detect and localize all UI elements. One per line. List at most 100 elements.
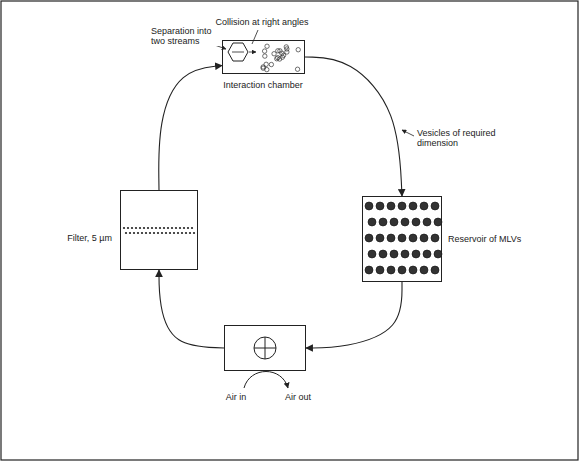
node-label: Filter, 5 µm <box>67 233 112 243</box>
mlv <box>409 202 417 210</box>
mlv <box>365 202 373 210</box>
filter-pore <box>171 227 173 229</box>
vesicle <box>265 44 269 48</box>
flow-arrow <box>159 66 222 191</box>
callout-text: Separation into two streams <box>150 26 220 46</box>
filter-pore <box>153 232 155 234</box>
filter-pore <box>181 232 183 234</box>
mlv <box>387 234 395 242</box>
filter-pore <box>157 232 159 234</box>
filter-pore <box>189 232 191 234</box>
mlv <box>376 234 384 242</box>
mlv <box>409 234 417 242</box>
node-label: Reservoir of MLVs <box>448 234 521 244</box>
filter-box: Filter, 5 µm <box>120 190 198 270</box>
mlv <box>409 266 417 274</box>
filter-pore <box>187 227 189 229</box>
filter-pore <box>125 232 127 234</box>
mlv <box>401 250 409 258</box>
mlv <box>365 266 373 274</box>
filter-pore <box>155 227 157 229</box>
mlv <box>387 266 395 274</box>
filter-pore <box>169 232 171 234</box>
vesicle <box>261 66 265 70</box>
mlv <box>390 218 398 226</box>
filter-pore <box>129 232 131 234</box>
pump-symbol <box>254 337 276 359</box>
filter-pore <box>143 227 145 229</box>
mlv <box>434 250 442 258</box>
filter-pore <box>147 227 149 229</box>
filter-pore <box>151 227 153 229</box>
interaction-chamber: Interaction chamber <box>222 40 305 74</box>
mlv <box>431 234 439 242</box>
stream-line <box>232 52 244 53</box>
filter-pore <box>167 227 169 229</box>
flow-arrow <box>159 270 224 348</box>
mlv <box>420 234 428 242</box>
filter-pore <box>139 227 141 229</box>
filter-pore <box>173 232 175 234</box>
filter-pore <box>133 232 135 234</box>
mlv <box>376 266 384 274</box>
mlv <box>368 218 376 226</box>
vesicle <box>272 52 276 56</box>
node-label: Interaction chamber <box>223 80 303 90</box>
filter-pore <box>191 227 193 229</box>
vesicle <box>295 67 299 71</box>
filter-membrane <box>123 227 195 234</box>
filter-pore <box>123 227 125 229</box>
vesicle <box>264 62 268 66</box>
filter-pore <box>163 227 165 229</box>
mlv <box>398 202 406 210</box>
node-label: Air in <box>226 392 247 402</box>
filter-pore <box>149 232 151 234</box>
mlv <box>431 266 439 274</box>
node-label: Air out <box>285 392 311 402</box>
mlv <box>434 218 442 226</box>
air-arc <box>244 372 288 389</box>
vesicle <box>275 57 279 61</box>
vesicle <box>263 54 267 58</box>
mlv <box>390 250 398 258</box>
filter-pore <box>185 232 187 234</box>
filter-pore <box>175 227 177 229</box>
flow-arrow <box>306 282 402 348</box>
filter-pore <box>131 227 133 229</box>
vesicle <box>262 49 266 53</box>
vesicle <box>276 49 280 53</box>
filter-pore <box>161 232 163 234</box>
mlv <box>376 202 384 210</box>
mlv <box>431 202 439 210</box>
filter-pore <box>137 232 139 234</box>
mlv <box>398 234 406 242</box>
filter-pore <box>165 232 167 234</box>
flow-arrow <box>305 57 402 196</box>
mlv-reservoir: Reservoir of MLVs <box>362 196 442 282</box>
filter-pore <box>159 227 161 229</box>
leader-line <box>252 30 258 44</box>
mlv <box>368 250 376 258</box>
mlv <box>387 202 395 210</box>
vesicle <box>285 50 289 54</box>
callout-text: Vesicles of required dimension <box>416 128 508 148</box>
filter-pore <box>193 232 195 234</box>
mlv <box>379 250 387 258</box>
vesicle <box>269 62 273 66</box>
mlv <box>420 266 428 274</box>
vesicle <box>296 48 300 52</box>
separator-hexagon <box>228 43 248 61</box>
filter-pore <box>177 232 179 234</box>
filter-pore <box>183 227 185 229</box>
mlv <box>423 218 431 226</box>
mlv <box>412 250 420 258</box>
filter-pore <box>135 227 137 229</box>
leader-arrow <box>402 130 414 136</box>
pump-cross <box>265 337 266 359</box>
mlv <box>420 202 428 210</box>
